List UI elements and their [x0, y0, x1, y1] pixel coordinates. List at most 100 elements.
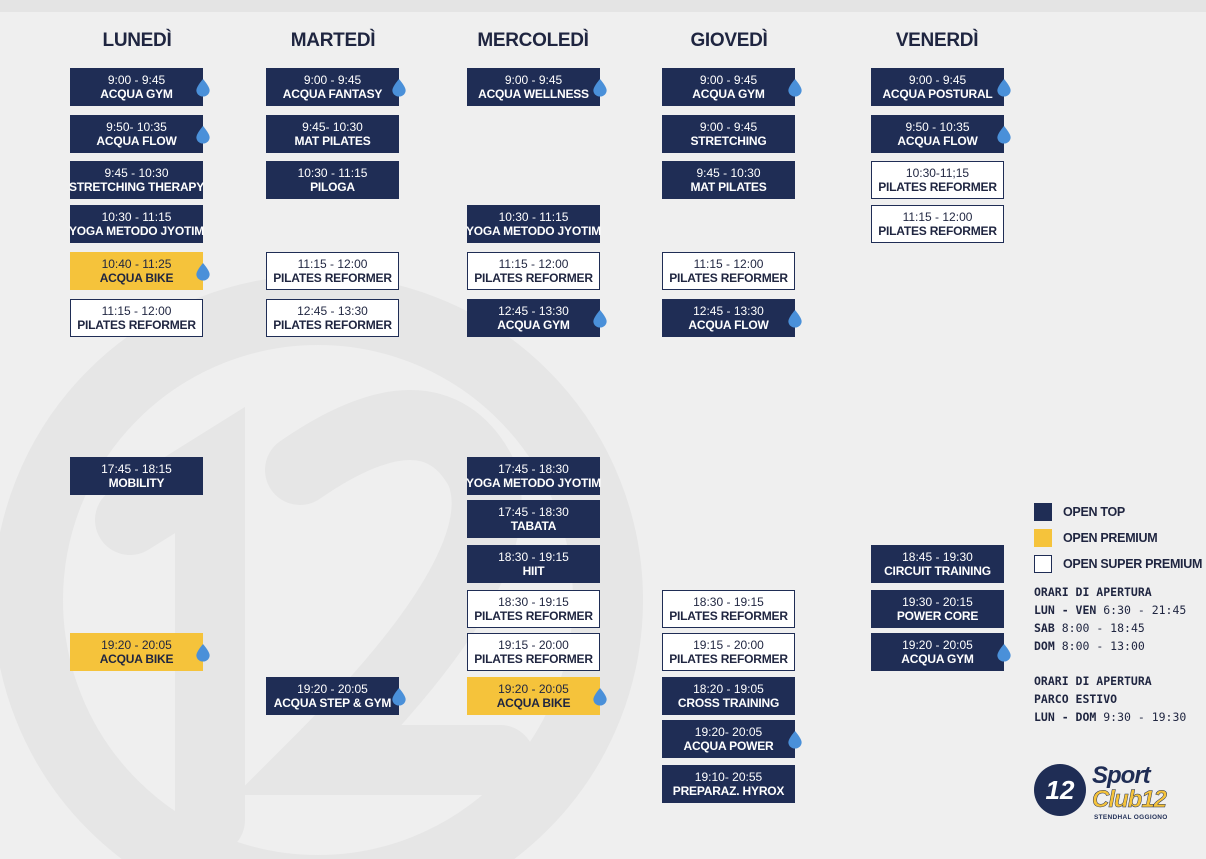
- class-name: TABATA: [510, 519, 557, 533]
- class-name: MOBILITY: [108, 476, 165, 490]
- class-time: 19:15 - 20:00: [498, 638, 569, 652]
- class-name: ACQUA FLOW: [96, 134, 177, 148]
- logo-subtitle: STENDHAL OGGIONO: [1094, 814, 1168, 821]
- class-time: 9:50 - 10:35: [905, 120, 970, 134]
- class-time: 10:30 - 11:15: [101, 210, 172, 224]
- class-time: 18:30 - 19:15: [693, 595, 764, 609]
- hours-row-time: 6:30 - 21:45: [1103, 603, 1187, 617]
- class-name: ACQUA WELLNESS: [478, 87, 589, 101]
- park-row-days: LUN - DOM: [1034, 710, 1097, 724]
- water-drop-icon: [392, 688, 406, 706]
- class-time: 9:45 - 10:30: [104, 166, 169, 180]
- legend-swatch: [1034, 555, 1052, 573]
- legend-swatch: [1034, 529, 1052, 547]
- class-name: POWER CORE: [896, 609, 979, 623]
- class-name: ACQUA BIKE: [99, 652, 174, 666]
- class-time: 19:15 - 20:00: [693, 638, 764, 652]
- water-drop-icon: [788, 310, 802, 328]
- legend-label: OPEN PREMIUM: [1063, 531, 1158, 545]
- hours-row-time: 8:00 - 18:45: [1061, 621, 1145, 635]
- sportclub-logo: 12 Sport Club12 STENDHAL OGGIONO: [1034, 760, 1184, 824]
- class-name: ACQUA BIKE: [496, 696, 571, 710]
- class-time: 9:00 - 9:45: [908, 73, 967, 87]
- class-name: CIRCUIT TRAINING: [884, 564, 991, 578]
- class-time: 9:00 - 9:45: [303, 73, 362, 87]
- class-name: PILATES REFORMER: [474, 652, 593, 666]
- class-time: 10:30 - 11:15: [498, 210, 569, 224]
- opening-hours-title: ORARI DI APERTURA: [1034, 585, 1152, 599]
- class-time: 11:15 - 12:00: [101, 304, 172, 318]
- class-time: 9:50- 10:35: [106, 120, 167, 134]
- class-time: 17:45 - 18:30: [498, 462, 569, 476]
- class-name: ACQUA POSTURAL: [882, 87, 993, 101]
- water-drop-icon: [392, 79, 406, 97]
- class-time: 11:15 - 12:00: [297, 257, 368, 271]
- class-time: 9:00 - 9:45: [699, 120, 758, 134]
- class-time: 11:15 - 12:00: [498, 257, 569, 271]
- class-name: STRETCHING THERAPY: [68, 180, 205, 194]
- class-time: 17:45 - 18:30: [498, 505, 569, 519]
- class-time: 10:30 - 11:15: [297, 166, 368, 180]
- park-row: LUN - DOM 9:30 - 19:30: [1034, 708, 1186, 726]
- class-name: ACQUA GYM: [100, 87, 173, 101]
- class-name: ACQUA STEP & GYM: [273, 696, 392, 710]
- legend-item-super: OPEN SUPER PREMIUM: [1034, 555, 1202, 573]
- legend-item-premium: OPEN PREMIUM: [1034, 529, 1158, 547]
- hours-row: SAB 8:00 - 18:45: [1034, 619, 1186, 637]
- class-name: PILATES REFORMER: [273, 318, 392, 332]
- class-time: 19:20 - 20:05: [101, 638, 172, 652]
- class-time: 19:20 - 20:05: [902, 638, 973, 652]
- class-time: 19:10- 20:55: [694, 770, 763, 784]
- class-time: 12:45 - 13:30: [693, 304, 764, 318]
- water-drop-icon: [593, 79, 607, 97]
- class-name: PILATES REFORMER: [474, 271, 593, 285]
- class-time: 18:30 - 19:15: [498, 595, 569, 609]
- class-time: 19:20- 20:05: [694, 725, 763, 739]
- park-hours: ORARI DI APERTURA PARCO ESTIVO LUN - DOM…: [1034, 672, 1186, 726]
- day-header-0: LUNEDÌ: [102, 30, 172, 51]
- class-name: PILATES REFORMER: [878, 180, 997, 194]
- class-name: PREPARAZ. HYROX: [672, 784, 785, 798]
